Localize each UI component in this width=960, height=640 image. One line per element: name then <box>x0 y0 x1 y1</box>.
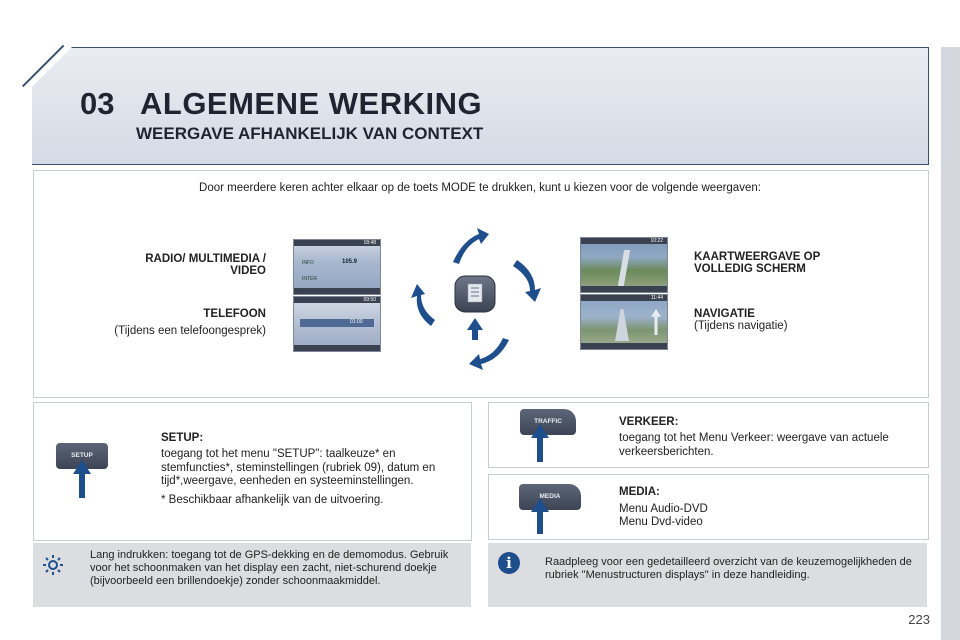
phone-label-sub: (Tijdens een telefoongesprek) <box>114 325 266 337</box>
page-title: ALGEMENE WERKING <box>140 86 483 121</box>
traffic-button: TRAFFIC <box>520 409 576 435</box>
phone-label: TELEFOON (Tijdens een telefoongesprek) <box>60 308 266 337</box>
info-text: Raadpleeg voor een gedetailleerd overzic… <box>545 556 912 581</box>
navigation-label-sub: (Tijdens navigatie) <box>694 320 788 332</box>
setup-panel <box>33 402 472 541</box>
cycle-arrow-top-icon <box>453 228 489 264</box>
setup-footnote: * Beschikbaar afhankelijk van de uitvoer… <box>161 494 384 506</box>
navigation-label: NAVIGATIE (Tijdens navigatie) <box>694 308 788 332</box>
mode-cycle-diagram <box>411 228 541 370</box>
map-screen-time: 10:22 <box>650 238 663 244</box>
cycle-arrow-right-icon <box>513 260 541 302</box>
setup-text: toegang tot het menu "SETUP": taalkeuze*… <box>161 448 436 487</box>
setup-arrow-icon <box>73 460 91 498</box>
media-button: MEDIA <box>519 484 581 510</box>
phone-screen-time: 09:50 <box>363 297 376 303</box>
navigation-turn-arrow-icon <box>651 309 661 335</box>
navigation-label-title: NAVIGATIE <box>694 308 755 320</box>
map-label-line1: KAARTWEERGAVE OP <box>694 251 821 263</box>
media-line1: Menu Audio-DVD <box>619 503 708 515</box>
radio-label-line2: VIDEO <box>230 265 266 277</box>
cycle-arrow-bottom-icon <box>469 338 509 370</box>
map-label-line2: VOLLEDIG SCHERM <box>694 263 806 275</box>
radio-label-line1: RADIO/ MULTIMEDIA / <box>145 253 266 265</box>
tip-note <box>33 543 471 607</box>
navigation-screen-time: 11:44 <box>650 295 663 301</box>
chapter-number: 03 <box>80 86 115 121</box>
media-line2: Menu Dvd-video <box>619 516 703 528</box>
map-screen: 10:22 <box>580 237 668 293</box>
phone-screen-duration: 01:00 <box>350 319 363 325</box>
radio-label: RADIO/ MULTIMEDIA / VIDEO <box>100 253 266 277</box>
media-title: MEDIA: <box>619 486 660 498</box>
header-banner <box>32 47 929 165</box>
page-edge-strip <box>941 47 960 640</box>
radio-screen: 18:48 INFO 105.9 INTER <box>293 239 381 295</box>
phone-screen-call-bar <box>300 319 374 327</box>
cycle-arrow-left-icon <box>411 284 435 326</box>
phone-label-title: TELEFOON <box>203 308 266 320</box>
lightbulb-tip-icon <box>43 555 63 575</box>
map-label: KAARTWEERGAVE OP VOLLEDIG SCHERM <box>694 251 820 275</box>
media-arrow-icon <box>531 498 549 534</box>
info-icon: i <box>498 552 520 574</box>
radio-screen-inter: INTER <box>302 276 317 282</box>
setup-title: SETUP: <box>161 432 204 444</box>
info-note <box>488 543 927 607</box>
tip-text: Lang indrukken: toegang tot de GPS-dekki… <box>90 549 449 587</box>
navigation-screen-road <box>615 309 629 341</box>
phone-screen: 09:50 01:00 <box>293 296 381 352</box>
page-subtitle: WEERGAVE AFHANKELIJK VAN CONTEXT <box>136 124 484 143</box>
page-number: 223 <box>908 612 930 627</box>
navigation-screen: 11:44 <box>580 294 668 350</box>
radio-screen-info: INFO <box>302 260 314 266</box>
traffic-arrow-icon <box>531 424 549 462</box>
press-arrow-icon <box>467 318 483 340</box>
header-corner-cut <box>32 47 72 87</box>
traffic-panel <box>488 402 929 468</box>
intro-text: Door meerdere keren achter elkaar op de … <box>199 182 761 194</box>
mode-button-icon <box>454 275 496 313</box>
traffic-title: VERKEER: <box>619 416 679 428</box>
radio-screen-time: 18:48 <box>363 240 376 246</box>
traffic-text: toegang tot het Menu Verkeer: weergave v… <box>619 432 889 458</box>
radio-screen-frequency: 105.9 <box>342 259 358 265</box>
map-screen-road <box>617 250 631 286</box>
